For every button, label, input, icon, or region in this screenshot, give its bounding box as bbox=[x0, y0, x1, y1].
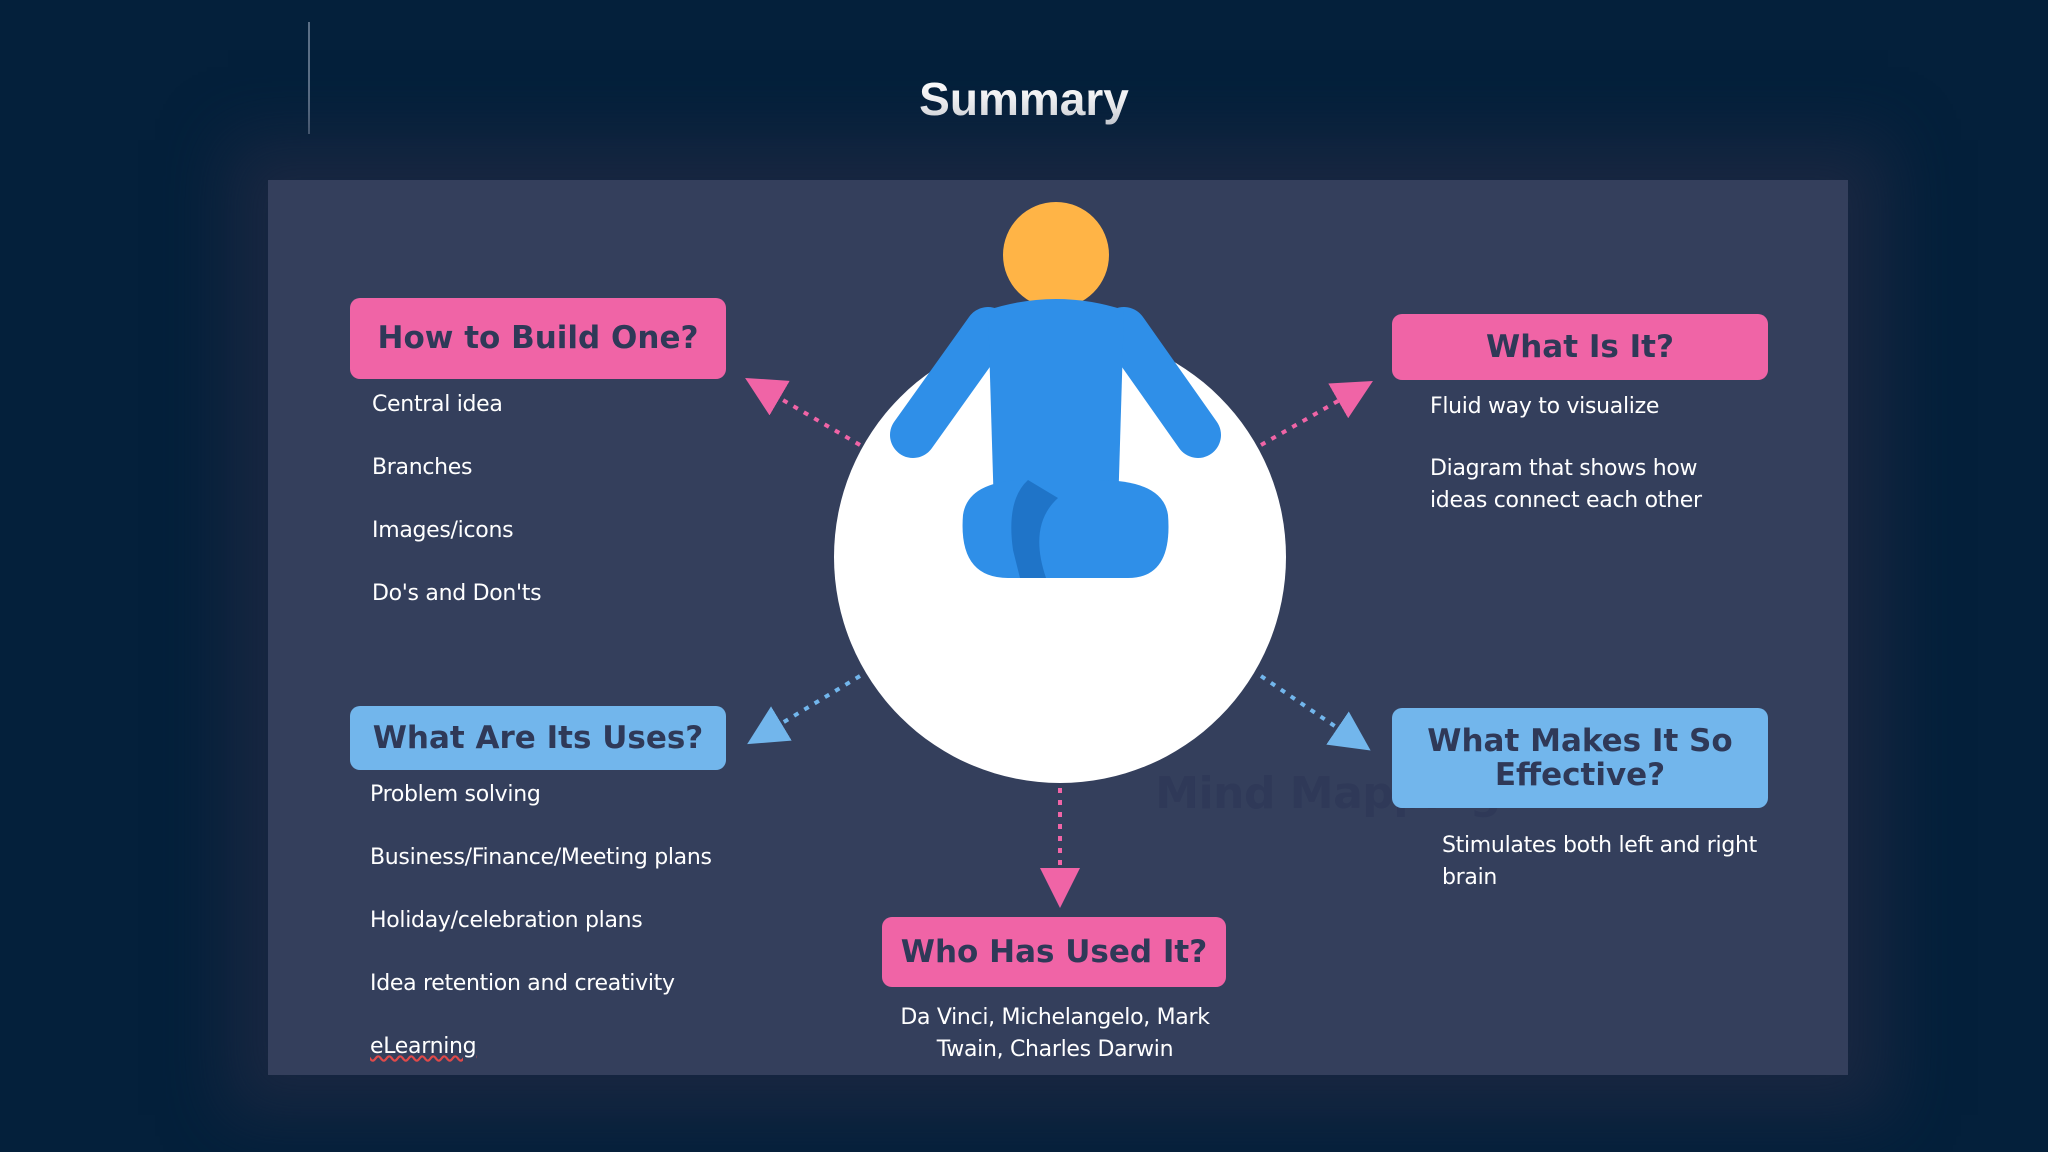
list-item: Do's and Don'ts bbox=[372, 581, 542, 606]
list-item: Da Vinci, Michelangelo, Mark Twain, Char… bbox=[900, 1005, 1210, 1062]
arrow-to-uses bbox=[747, 674, 862, 745]
heading-uses: What Are Its Uses? bbox=[350, 706, 726, 770]
list-item: eLearning bbox=[370, 1034, 477, 1059]
slide-title: Summary bbox=[919, 73, 1129, 125]
list-item: Central idea bbox=[372, 392, 503, 417]
arrow-to-how-to-build bbox=[745, 377, 862, 447]
connector-arrows bbox=[745, 202, 1373, 908]
heading-what-is-it: What Is It? bbox=[1392, 314, 1768, 380]
list-item: Branches bbox=[372, 455, 473, 480]
heading-effective: What Makes It So Effective? bbox=[1392, 708, 1768, 808]
list-item: Images/icons bbox=[372, 518, 514, 543]
mind-map-infographic: Mind Mapping How to Build One? Central i… bbox=[268, 180, 1848, 1075]
list-item: Holiday/celebration plans bbox=[370, 908, 643, 933]
list-item: Problem solving bbox=[370, 782, 541, 807]
heading-who-used: Who Has Used It? bbox=[882, 917, 1226, 987]
list-item: Diagram that shows how ideas connect eac… bbox=[1430, 456, 1702, 513]
list-item: Fluid way to visualize bbox=[1430, 394, 1660, 419]
list-item: Idea retention and creativity bbox=[370, 971, 675, 996]
arrow-to-what-is-it bbox=[1260, 381, 1373, 447]
heading-how-to-build: How to Build One? bbox=[350, 298, 726, 379]
arrow-to-effective bbox=[1259, 674, 1371, 751]
slide-divider bbox=[308, 22, 310, 134]
list-item: Business/Finance/Meeting plans bbox=[370, 845, 712, 870]
meditating-person-icon bbox=[890, 202, 1221, 578]
list-item: Stimulates both left and right brain bbox=[1442, 833, 1757, 890]
